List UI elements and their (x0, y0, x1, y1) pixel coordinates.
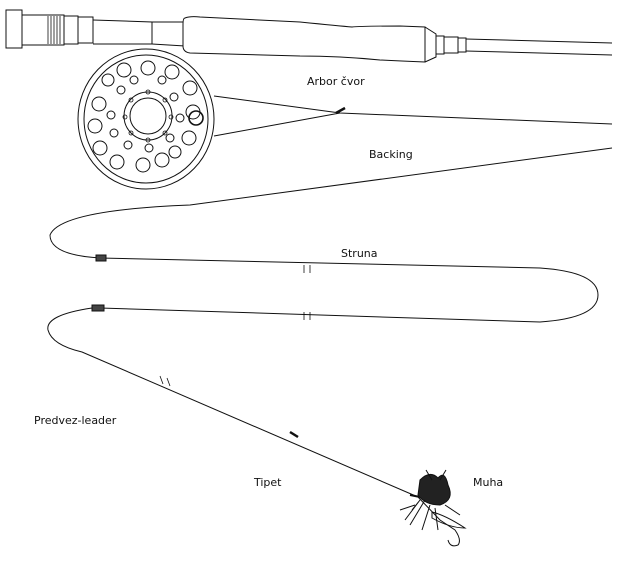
loop-connector (91, 304, 105, 312)
fly-line (99, 257, 599, 323)
arbor-knot-mark (335, 106, 346, 115)
loop-connector (95, 254, 107, 262)
fly-reel (77, 48, 215, 190)
backing-line (49, 147, 613, 259)
arbor-line-lower (213, 112, 341, 137)
arbor-line-upper (213, 95, 613, 125)
tippet-label: Tipet (254, 476, 282, 489)
fly-icon (399, 469, 467, 547)
leader-label: Predvez-leader (34, 414, 117, 427)
backing-label: Backing (369, 148, 413, 161)
reel-holes (87, 60, 204, 173)
fly-rod (5, 9, 613, 63)
arbor-knot-label: Arbor čvor (307, 75, 365, 88)
line-break-marks (303, 265, 311, 320)
fly-label: Muha (473, 476, 504, 489)
blood-knot (289, 430, 299, 439)
leader-line (47, 307, 419, 498)
fly-line-label: Struna (341, 247, 378, 260)
